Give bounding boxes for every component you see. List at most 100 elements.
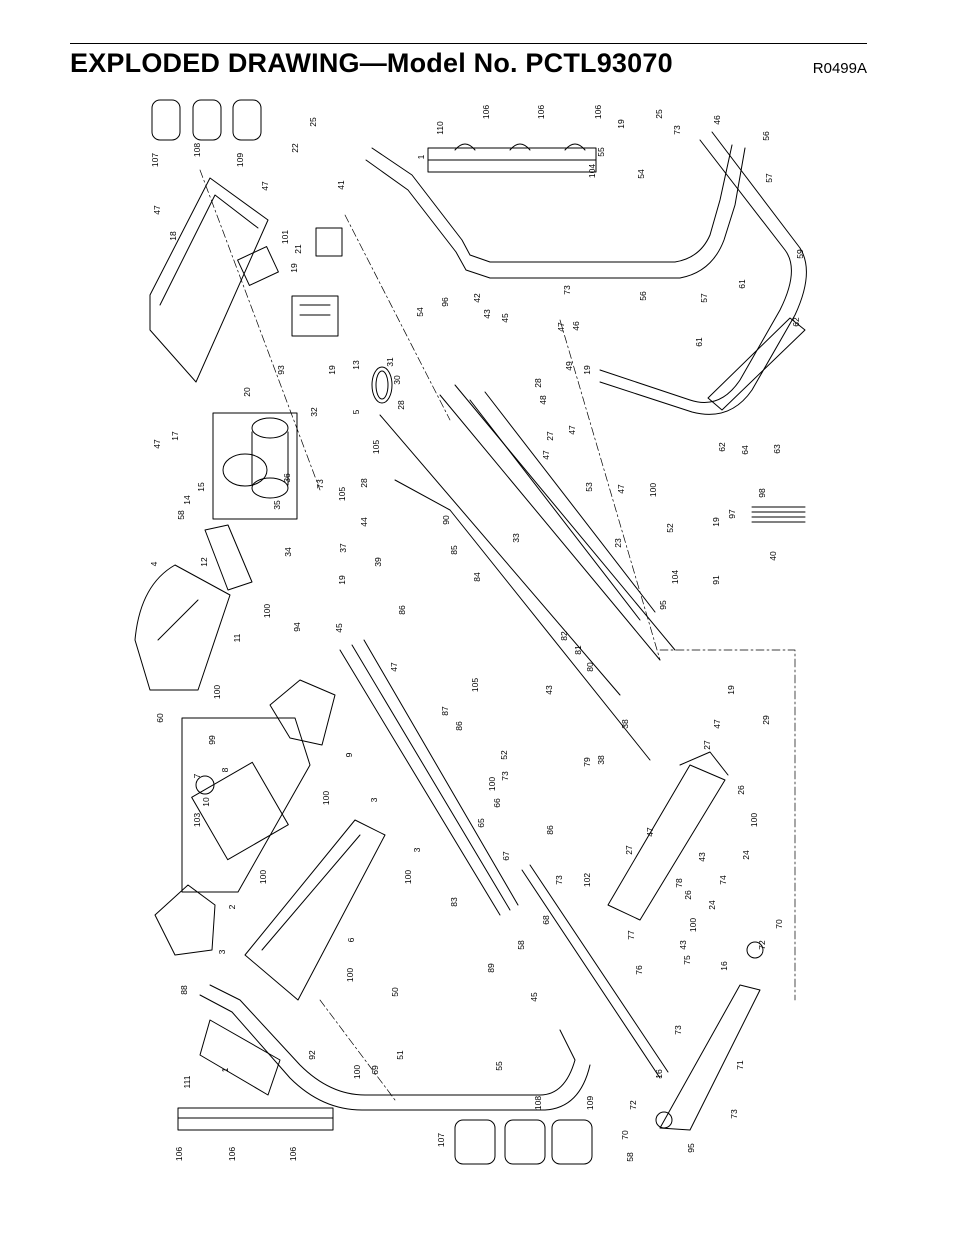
part-number-label: 87 (440, 706, 450, 716)
part-number-label: 100 (648, 483, 658, 497)
part-number-label: 47 (567, 425, 577, 435)
part-number-label: 105 (337, 487, 347, 501)
part-number-label: 95 (686, 1143, 696, 1153)
part-number-label: 105 (371, 440, 381, 454)
part-number-label: 12 (199, 557, 209, 567)
part-number-label: 73 (673, 1025, 683, 1035)
assembly-guides (199, 169, 796, 1101)
part-number-label: 104 (670, 570, 680, 584)
part-number-label: 16 (719, 961, 729, 971)
part-number-label: 100 (321, 791, 331, 805)
part-number-label: 38 (596, 755, 606, 765)
part-number-label: 81 (573, 645, 583, 655)
console-base (244, 819, 386, 1001)
part-number-label: 50 (390, 987, 400, 997)
part-number-label: 58 (625, 1152, 635, 1162)
part-number-label: 82 (559, 631, 569, 641)
part-number-label: 56 (638, 291, 648, 301)
handle-set-bottom (454, 1119, 593, 1165)
part-number-label: 16 (654, 1069, 664, 1079)
part-number-label: 47 (616, 484, 626, 494)
part-number-label: 47 (260, 181, 270, 191)
part-number-label: 41 (336, 180, 346, 190)
part-number-label: 4 (149, 561, 159, 566)
part-number-label: 23 (613, 538, 623, 548)
part-number-label: 57 (699, 293, 709, 303)
part-number-label: 86 (397, 605, 407, 615)
part-number-label: 45 (529, 992, 539, 1002)
part-number-label: 79 (582, 757, 592, 767)
part-number-label: 104 (587, 164, 597, 178)
part-number-label: 9 (344, 752, 354, 757)
part-number-label: 40 (768, 551, 778, 561)
part-number-label: 98 (757, 488, 767, 498)
part-number-label: 109 (235, 153, 245, 167)
rod-bundle (751, 506, 806, 523)
part-number-label: 77 (626, 930, 636, 940)
part-number-label: 67 (501, 851, 511, 861)
rear-foot (707, 317, 806, 411)
part-number-label: 90 (441, 515, 451, 525)
part-number-label: 48 (538, 395, 548, 405)
part-number-label: 83 (449, 897, 459, 907)
part-number-label: 108 (192, 143, 202, 157)
part-number-label: 96 (440, 297, 450, 307)
part-number-label: 71 (735, 1060, 745, 1070)
part-number-label: 106 (536, 105, 546, 119)
part-number-label: 19 (726, 685, 736, 695)
part-number-label: 105 (470, 678, 480, 692)
part-number-label: 68 (541, 915, 551, 925)
part-number-label: 17 (170, 431, 180, 441)
part-number-label: 58 (516, 940, 526, 950)
part-number-label: 106 (593, 105, 603, 119)
part-number-label: 62 (717, 442, 727, 452)
part-number-label: 78 (674, 878, 684, 888)
part-number-label: 86 (454, 721, 464, 731)
part-number-label: 30 (392, 375, 402, 385)
handle-set-top (151, 99, 262, 141)
rear-roller (521, 864, 669, 1079)
part-number-label: 37 (338, 543, 348, 553)
part-number-label: 100 (212, 685, 222, 699)
part-number-label: 73 (729, 1109, 739, 1119)
part-number-label: 100 (487, 777, 497, 791)
part-number-label: 5 (351, 409, 361, 414)
part-number-label: 61 (737, 279, 747, 289)
part-number-label: 13 (351, 360, 361, 370)
part-number-label: 47 (556, 322, 566, 332)
part-number-label: 43 (482, 309, 492, 319)
part-number-label: 108 (533, 1096, 543, 1110)
controller-board (291, 295, 339, 337)
part-number-label: 75 (682, 955, 692, 965)
part-number-label: 106 (288, 1147, 298, 1161)
part-number-label: 27 (702, 740, 712, 750)
part-number-label: 57 (764, 173, 774, 183)
part-number-label: 52 (499, 750, 509, 760)
part-number-label: 66 (492, 798, 502, 808)
part-number-label: 3 (369, 797, 379, 802)
part-number-label: 45 (334, 623, 344, 633)
part-number-label: 60 (155, 713, 165, 723)
part-number-label: 43 (678, 940, 688, 950)
part-number-label: 109 (585, 1096, 595, 1110)
page-title: EXPLODED DRAWING—Model No. PCTL93070 (70, 48, 673, 78)
part-number-label: 6 (346, 937, 356, 942)
part-number-label: 88 (179, 985, 189, 995)
part-number-label: 39 (373, 557, 383, 567)
lower-upright (199, 984, 591, 1111)
part-number-label: 28 (396, 400, 406, 410)
part-number-label: 73 (315, 479, 325, 489)
part-number-label: 21 (293, 244, 303, 254)
base-cover-78 (607, 751, 729, 921)
part-number-label: 111 (182, 1075, 192, 1088)
part-number-label: 47 (712, 719, 722, 729)
part-number-label: 54 (415, 307, 425, 317)
part-number-label: 52 (665, 523, 675, 533)
part-number-label: 46 (571, 321, 581, 331)
part-number-label: 32 (309, 407, 319, 417)
part-number-label: 51 (395, 1050, 405, 1060)
part-number-label: 25 (308, 117, 318, 127)
part-number-label: 8 (220, 767, 230, 772)
